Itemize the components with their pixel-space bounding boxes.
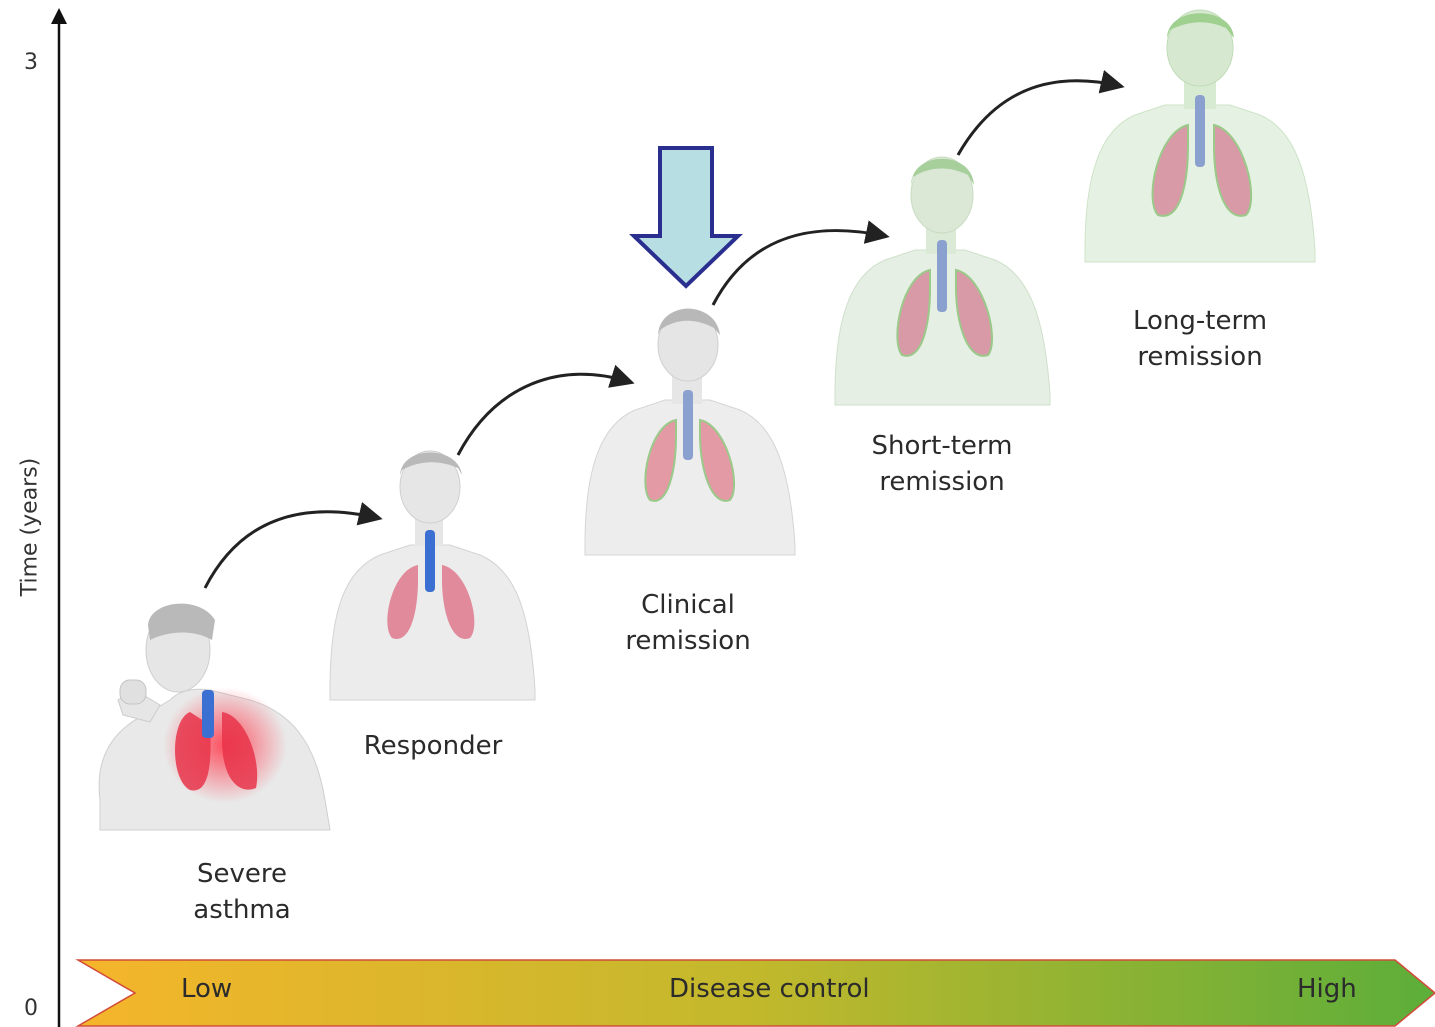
highlight-down-arrow: [634, 148, 738, 286]
band-label-low: Low: [181, 974, 232, 1004]
y-axis: [51, 8, 67, 1027]
figure-severe-asthma: [99, 604, 330, 830]
arrow-4: [958, 81, 1120, 155]
band-label-high: High: [1297, 974, 1357, 1004]
figure-long-term-remission: [1085, 10, 1315, 262]
arrow-1: [205, 512, 378, 588]
stage-label-clinical-remission: Clinical remission: [598, 587, 778, 659]
stage-label-long-term-remission: Long-term remission: [1110, 303, 1290, 375]
band-label-center: Disease control: [669, 974, 870, 1004]
stage-label-severe-asthma: Severe asthma: [162, 856, 322, 928]
stage-label-line1: Clinical: [598, 587, 778, 623]
stage-label-line2: remission: [598, 623, 778, 659]
stage-label-responder: Responder: [343, 728, 523, 764]
y-axis-bottom-tick: 0: [24, 996, 38, 1021]
y-axis-top-tick: 3: [24, 50, 38, 75]
stage-label-line2: asthma: [162, 892, 322, 928]
y-axis-label: Time (years): [18, 458, 43, 597]
figure-short-term-remission: [835, 157, 1050, 405]
figure-clinical-remission: [585, 309, 795, 555]
stage-label-line1: Severe: [162, 856, 322, 892]
stage-label-line2: remission: [852, 464, 1032, 500]
stage-label-line2: remission: [1110, 339, 1290, 375]
stage-label-line1: Long-term: [1110, 303, 1290, 339]
stage-label-line1: Responder: [343, 728, 523, 764]
stage-label-line1: Short-term: [852, 428, 1032, 464]
stage-label-short-term-remission: Short-term remission: [852, 428, 1032, 500]
figure-responder: [330, 451, 535, 700]
